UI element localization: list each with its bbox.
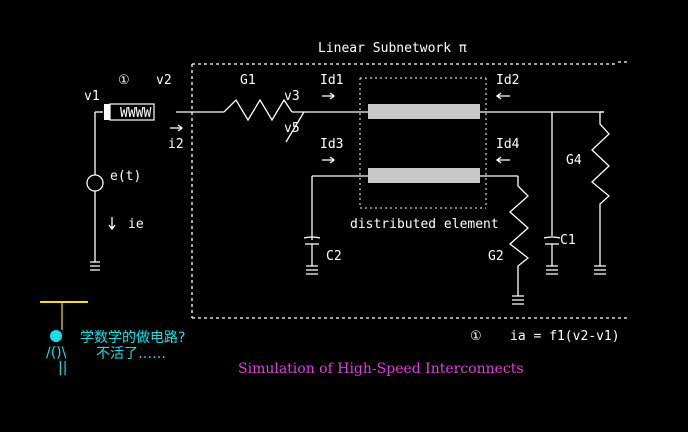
v1-label: v1 — [84, 89, 100, 104]
Id2-arrow-icon — [495, 92, 510, 100]
Id4-arrow-icon — [495, 156, 510, 164]
G2-resistor-icon — [508, 176, 530, 305]
subnetwork-boundary — [191, 61, 630, 319]
Id4-label: Id4 — [496, 137, 520, 152]
ie-arrow-icon — [108, 217, 116, 231]
v5-label: v5 — [284, 121, 300, 136]
C1-label: C1 — [560, 233, 576, 248]
distributed-element-label: distributed element — [350, 217, 499, 232]
ie-label: ie — [128, 217, 144, 232]
equation-marker: ① — [470, 329, 482, 344]
upper-line-block — [368, 104, 480, 119]
Id2-label: Id2 — [496, 73, 519, 88]
stick-figure-body: /()\ — [46, 345, 67, 361]
equation-text: ia = f1(v2-v1) — [510, 329, 620, 344]
C2-capacitor-icon — [303, 236, 321, 275]
C2-label: C2 — [326, 249, 342, 264]
v2-label: v2 — [156, 73, 172, 88]
G1-label: G1 — [240, 73, 256, 88]
head-icon — [50, 330, 62, 342]
lower-wire — [285, 111, 518, 240]
C1-capacitor-icon — [543, 112, 561, 275]
G4-label: G4 — [566, 153, 582, 168]
Id3-label: Id3 — [320, 137, 343, 152]
speech-line2: 不活了…… — [96, 346, 166, 362]
nonlinear-box-label: WWWW — [120, 106, 151, 121]
i2-label: i2 — [168, 137, 184, 152]
top-wire — [176, 98, 604, 122]
stick-figure — [40, 301, 88, 342]
Id1-arrow-icon — [322, 92, 336, 100]
source-label: e(t) — [110, 169, 141, 184]
subnetwork-title: Linear Subnetwork π — [318, 41, 467, 56]
caption: Simulation of High-Speed Interconnects — [238, 361, 524, 377]
current-arrows — [108, 92, 510, 231]
Id1-label: Id1 — [320, 73, 343, 88]
voltage-source-icon — [86, 174, 104, 192]
speech-line1: 学数学的做电路? — [80, 330, 185, 346]
lower-line-block — [368, 168, 480, 183]
stick-figure-legs: || — [58, 360, 67, 376]
v3-label: v3 — [284, 89, 300, 104]
source-branch — [86, 111, 104, 271]
ground-icon — [90, 261, 100, 271]
G1-resistor-icon — [223, 98, 293, 122]
i2-arrow-icon — [170, 124, 184, 132]
nonlinear-element — [104, 103, 155, 121]
G4-resistor-icon — [591, 112, 610, 275]
G2-label: G2 — [488, 249, 504, 264]
Id3-arrow-icon — [322, 156, 336, 164]
distributed-element-box — [359, 77, 487, 209]
node1-marker: ① — [118, 73, 130, 88]
